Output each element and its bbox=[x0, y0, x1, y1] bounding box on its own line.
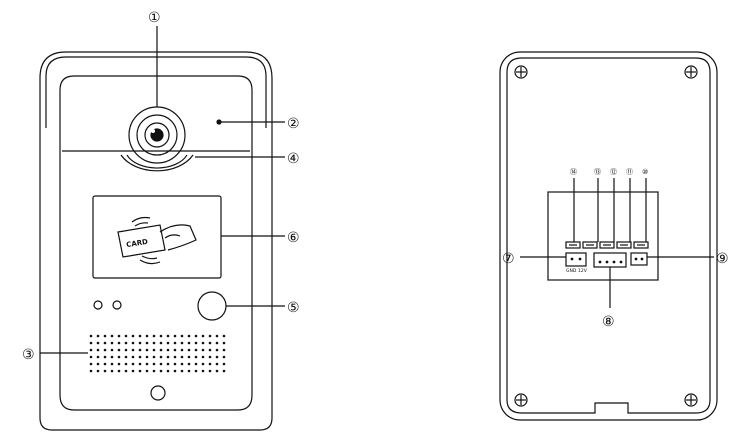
back-outer-shell bbox=[499, 51, 718, 421]
card-reader-window bbox=[92, 195, 222, 279]
front-inner-panel bbox=[59, 75, 253, 411]
center-connector-block bbox=[593, 252, 627, 268]
front-top-lip bbox=[45, 56, 267, 77]
camera-lens-icon bbox=[128, 106, 186, 164]
callout-connector-10: ⑩ bbox=[642, 168, 648, 176]
callout-card-reader: ⑥ bbox=[287, 230, 300, 246]
front-outer-shell bbox=[39, 51, 273, 431]
callout-connector-13: ⑬ bbox=[594, 168, 601, 176]
right-terminal-block bbox=[630, 252, 648, 266]
back-view bbox=[499, 51, 718, 421]
card-tap-icon bbox=[117, 216, 197, 265]
sensor-dot bbox=[216, 119, 222, 125]
callout-camera: ① bbox=[148, 10, 161, 26]
callout-connector-14: ⑭ bbox=[570, 168, 577, 176]
screw-icon bbox=[514, 393, 528, 407]
front-view: CARD bbox=[39, 26, 285, 431]
card-label: CARD bbox=[126, 238, 149, 249]
power-terminal-block bbox=[565, 252, 587, 267]
screw-icon bbox=[514, 65, 528, 79]
mic-hole-right bbox=[112, 300, 122, 310]
circuit-board bbox=[547, 191, 659, 281]
screw-icon bbox=[684, 65, 698, 79]
callout-connector-12: ⑫ bbox=[610, 168, 617, 176]
terminal-label-12v: 12V bbox=[578, 268, 588, 274]
callout-right-terminal: ⑨ bbox=[716, 251, 729, 267]
callout-center-connector: ⑧ bbox=[602, 314, 615, 330]
speaker-grille bbox=[88, 333, 228, 375]
call-button[interactable] bbox=[197, 291, 227, 321]
callout-indicator-light: ④ bbox=[287, 151, 300, 167]
screw-icon bbox=[684, 393, 698, 407]
bottom-screw-hole bbox=[150, 385, 166, 401]
callout-speaker: ③ bbox=[22, 347, 35, 363]
indicator-light-arc bbox=[120, 154, 194, 172]
callout-connector-11: ⑪ bbox=[626, 168, 633, 176]
connector-strip bbox=[565, 241, 649, 249]
back-inner-panel bbox=[506, 57, 711, 414]
mic-hole-left bbox=[93, 300, 103, 310]
terminal-label-gnd: GND bbox=[566, 268, 577, 274]
callout-sensor: ② bbox=[287, 116, 300, 132]
callout-power-terminal: ⑦ bbox=[502, 251, 515, 267]
callout-call-button: ⑤ bbox=[287, 300, 300, 316]
